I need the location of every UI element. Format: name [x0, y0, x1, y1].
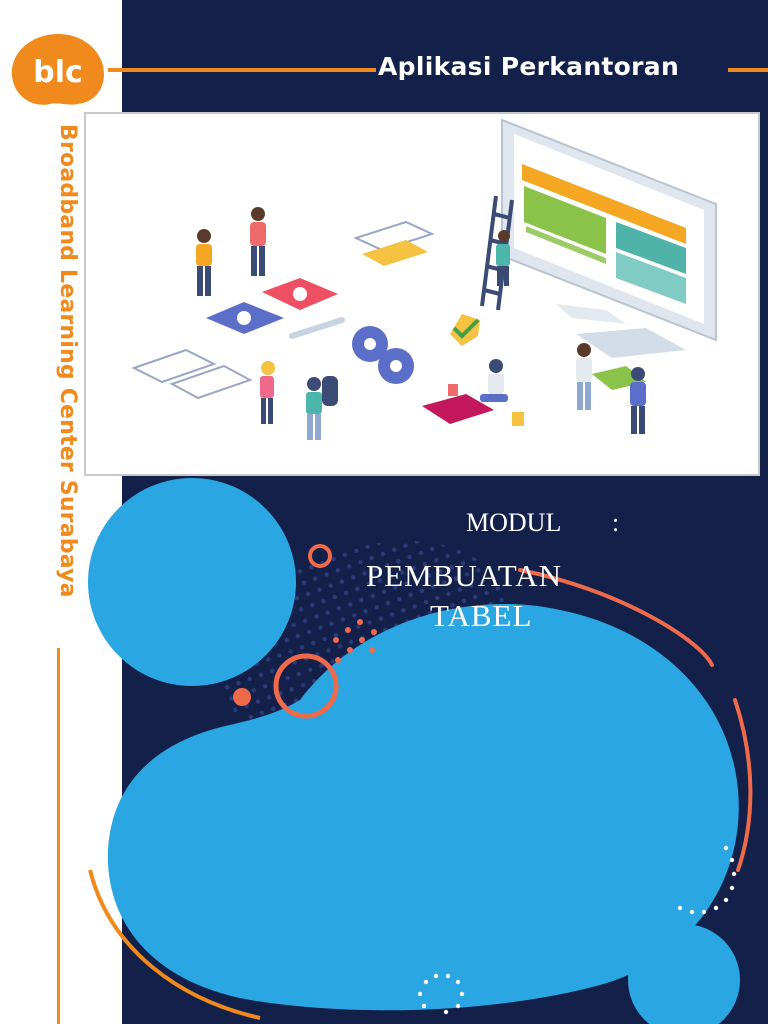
monitor-icon: [501, 118, 717, 358]
header-title: Aplikasi Perkantoran: [378, 52, 680, 81]
person-helmet: [260, 361, 275, 424]
modul-colon: :: [612, 508, 620, 537]
header-divider-right: [728, 68, 768, 72]
document-left-2: [169, 364, 253, 400]
person-orange: [196, 229, 212, 296]
module-title-line2: TABEL: [430, 598, 533, 633]
logo-text: blc: [33, 55, 83, 90]
sidebar-vertical-line: [57, 648, 60, 1024]
check-shield-icon: [450, 314, 480, 346]
illustration-frame: [84, 112, 760, 476]
sidebar-vertical-text: Broadband Learning Center Surabaya: [55, 124, 80, 598]
sidebar-vertical-label: Broadband Learning Center Surabaya: [40, 124, 80, 644]
gear-icon: [352, 326, 414, 384]
wrench-icon: [289, 317, 345, 339]
document-yellow: [362, 240, 428, 266]
module-title-line1: PEMBUATAN: [366, 558, 562, 593]
document-left-1: [131, 348, 217, 384]
team-illustration: [131, 118, 717, 440]
person-pair: [576, 343, 646, 434]
modul-label: MODUL: [466, 508, 562, 537]
person-red: [250, 207, 266, 276]
header-divider-left: [108, 68, 376, 72]
person-on-ladder: [496, 230, 510, 286]
blc-logo: blc: [11, 34, 105, 105]
document-top: [353, 220, 435, 252]
person-teal: [306, 376, 338, 440]
person-sitting: [480, 359, 508, 402]
keyboard-tile: [422, 394, 494, 424]
